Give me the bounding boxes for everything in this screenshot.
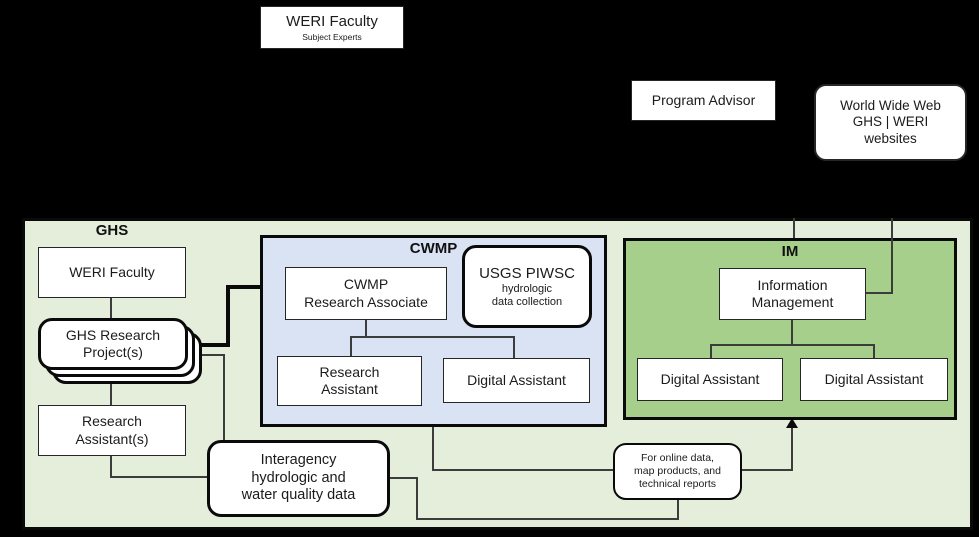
thick-connector-projects-out (195, 343, 230, 347)
connector-projects-to-interagency (223, 354, 225, 443)
usgs-piwsc-title: USGS PIWSC (479, 264, 575, 282)
connector-assistants-to-interagency (110, 476, 208, 478)
thick-connector-into-cwmp (226, 285, 262, 289)
ghs-research-projects-box: GHS Research Project(s) (38, 318, 188, 370)
cwmp-research-associate-box: CWMP Research Associate (285, 267, 447, 320)
im-digital-assistant-box-1: Digital Assistant (637, 358, 783, 401)
connector-cwmp-left-drop (350, 336, 352, 356)
connector-cwmp-bottom-down (432, 427, 434, 471)
im-section-label: IM (781, 243, 799, 260)
interagency-data-box: Interagency hydrologic and water quality… (207, 440, 390, 517)
thick-connector-vertical (226, 285, 230, 347)
connector-cwmp-tee (350, 336, 515, 338)
world-wide-web-box: World Wide Web GHS | WERI websites (814, 84, 967, 161)
connector-interagency-drop (416, 477, 418, 520)
connector-www-down (891, 218, 893, 294)
connector-online-note-right (742, 469, 793, 471)
connector-projects-to-assistants (110, 383, 112, 405)
connector-interagency-right (390, 477, 418, 479)
connector-up-to-online-note (677, 500, 679, 520)
weri-faculty-subject-experts-box: WERI Faculty Subject Experts (260, 6, 404, 49)
arrow-up-into-im (786, 418, 798, 428)
ghs-research-assistants-box: Research Assistant(s) (38, 405, 186, 456)
connector-www-to-infomgmt (866, 292, 893, 294)
connector-projects-right (197, 354, 225, 356)
ghs-weri-faculty-box: WERI Faculty (38, 247, 186, 298)
connector-cwmp-right-drop (513, 336, 515, 358)
usgs-piwsc-subtitle: hydrologic data collection (491, 283, 563, 308)
ghs-section-label: GHS (95, 222, 129, 239)
connector-advisor-to-im (793, 218, 795, 238)
program-advisor-box: Program Advisor (631, 80, 776, 121)
online-products-note-box: For online data, map products, and techn… (613, 443, 742, 500)
subject-experts-subtitle: Subject Experts (302, 31, 362, 42)
connector-im-left-drop (710, 344, 712, 358)
cwmp-digital-assistant-box: Digital Assistant (443, 358, 590, 403)
connector-weri-to-projects (110, 298, 112, 318)
usgs-piwsc-box: USGS PIWSC hydrologic data collection (462, 245, 592, 328)
connector-arrow-stem (791, 428, 793, 471)
connector-im-mgmt-down (791, 320, 793, 345)
weri-faculty-title: WERI Faculty (286, 12, 378, 30)
connector-im-right-drop (873, 344, 875, 358)
cwmp-research-assistant-box: Research Assistant (277, 356, 422, 406)
connector-assistants-down (110, 456, 112, 478)
information-management-box: Information Management (719, 268, 866, 320)
cwmp-section-label: CWMP (409, 240, 458, 257)
connector-im-tee (710, 344, 875, 346)
connector-bottom-run (416, 518, 679, 520)
im-digital-assistant-box-2: Digital Assistant (800, 358, 948, 401)
connector-cwmp-to-online-note (432, 469, 615, 471)
connector-cwmp-ra-down (365, 320, 367, 337)
